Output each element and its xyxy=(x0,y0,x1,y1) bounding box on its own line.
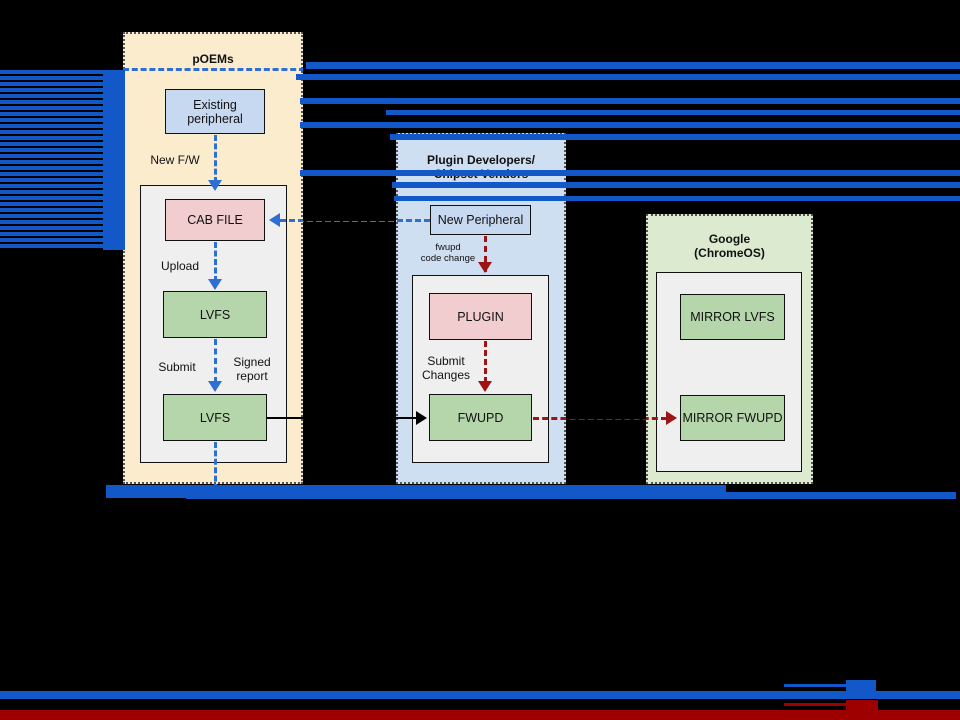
node-plugin-label: PLUGIN xyxy=(457,309,504,324)
node-new-peripheral-label: New Peripheral xyxy=(437,213,524,227)
panel-google-title-line2: (ChromeOS) xyxy=(694,246,765,260)
node-lvfs-submit[interactable]: LVFS xyxy=(163,394,267,441)
panel-poems-title: pOEMs xyxy=(192,52,234,66)
arrowhead-fwupd-to-mirror-fwupd xyxy=(666,411,677,425)
arrow-lvfs-down-out xyxy=(214,442,217,490)
arrow-newperipheral-to-cabfile xyxy=(280,219,430,222)
arrowhead-newperipheral-to-plugin xyxy=(478,262,492,273)
panel-google-title-line1: Google xyxy=(708,232,751,246)
node-lvfs-submit-label: LVFS xyxy=(199,410,231,425)
node-mirror-lvfs[interactable]: MIRROR LVFS xyxy=(680,294,785,340)
arrowhead-lvfs-to-fwupd xyxy=(416,411,427,425)
edge-label-signed-report-line1: Signed xyxy=(233,355,271,369)
arrowhead-lvfs-to-lvfs xyxy=(208,381,222,392)
node-cab-file[interactable]: CAB FILE xyxy=(165,199,265,241)
arrow-existing-to-cab xyxy=(214,135,217,183)
arrow-top-feedback-line xyxy=(123,68,305,71)
panel-plugin-title-line2: Chipset Vendors xyxy=(433,167,529,181)
arrowhead-to-cabfile xyxy=(269,213,280,227)
node-existing-peripheral[interactable]: Existing peripheral xyxy=(165,89,265,134)
legend-label: FWUPD test framework xyxy=(658,588,798,602)
arrow-fwupd-to-mirror-fwupd xyxy=(533,417,667,420)
arrow-lvfs-to-fwupd xyxy=(267,417,417,419)
edge-label-upload: Upload xyxy=(160,259,200,273)
node-fwupd-label: FWUPD xyxy=(457,410,504,425)
edge-label-signed-report-line2: report xyxy=(236,369,268,383)
node-lvfs-upload[interactable]: LVFS xyxy=(163,291,267,338)
arrow-newperipheral-to-plugin xyxy=(484,236,487,272)
node-plugin[interactable]: PLUGIN xyxy=(429,293,532,340)
node-existing-peripheral-line2: peripheral xyxy=(187,111,243,126)
node-mirror-fwupd-label: MIRROR FWUPD xyxy=(682,411,783,425)
arrow-cab-to-lvfs xyxy=(214,242,217,282)
edge-label-submit-changes-line1: Submit xyxy=(427,354,465,368)
arrow-plugin-to-fwupd xyxy=(484,341,487,383)
node-existing-peripheral-line1: Existing xyxy=(193,97,237,112)
edge-label-fwupd-code-change-line1: fwupd xyxy=(435,242,461,253)
legend-fwupd-test-framework: FWUPD test framework xyxy=(656,574,800,616)
arrowhead-plugin-to-fwupd xyxy=(478,381,492,392)
node-lvfs-upload-label: LVFS xyxy=(199,307,231,322)
node-cab-file-label: CAB FILE xyxy=(187,213,243,227)
arrowhead-cab-to-lvfs xyxy=(208,279,222,290)
edge-label-submit: Submit xyxy=(158,360,196,374)
arrow-lvfs-to-lvfs xyxy=(214,339,217,383)
edge-label-submit-changes-line2: Changes xyxy=(421,368,471,382)
node-fwupd[interactable]: FWUPD xyxy=(429,394,532,441)
node-mirror-fwupd[interactable]: MIRROR FWUPD xyxy=(680,395,785,441)
edge-label-new-fw: New F/W xyxy=(150,153,200,167)
node-mirror-lvfs-label: MIRROR LVFS xyxy=(690,310,775,324)
panel-plugin-title-line1: Plugin Developers/ xyxy=(426,153,536,167)
arrowhead-existing-to-cab xyxy=(208,180,222,191)
node-new-peripheral[interactable]: New Peripheral xyxy=(430,205,531,235)
edge-label-fwupd-code-change-line2: code change xyxy=(420,253,476,264)
